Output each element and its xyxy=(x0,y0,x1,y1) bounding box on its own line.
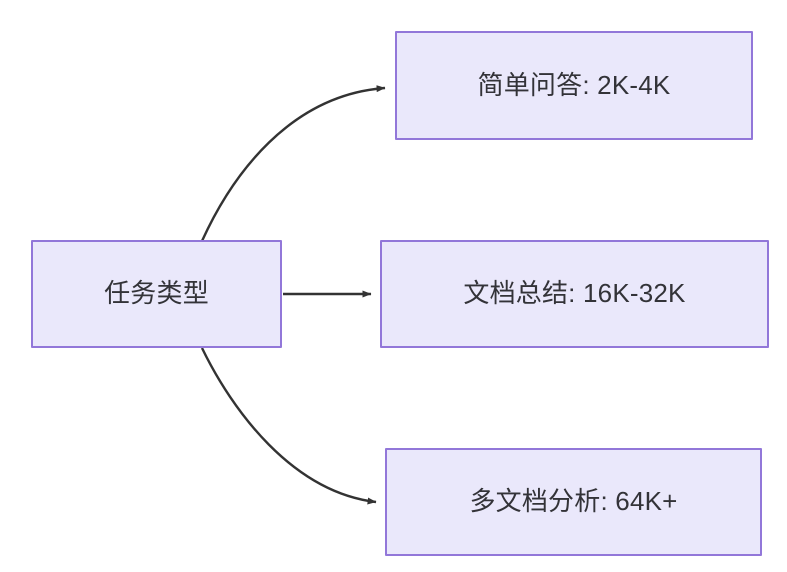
edge-source-to-multidoc xyxy=(200,347,377,505)
node-simple-qa[interactable]: 简单问答: 2K-4K xyxy=(395,31,753,140)
node-label: 文档总结: 16K-32K xyxy=(463,278,686,309)
node-label: 多文档分析: 64K+ xyxy=(469,486,678,517)
node-task-type[interactable]: 任务类型 xyxy=(31,240,282,348)
node-label: 任务类型 xyxy=(104,278,209,309)
node-multi-document-analysis[interactable]: 多文档分析: 64K+ xyxy=(385,448,762,556)
node-label: 简单问答: 2K-4K xyxy=(477,69,671,100)
edge-source-to-simple xyxy=(200,85,386,242)
node-document-summary[interactable]: 文档总结: 16K-32K xyxy=(380,240,769,348)
